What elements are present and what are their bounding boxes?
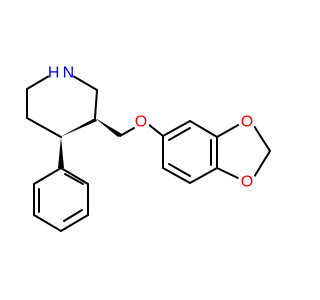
dioxole-oxygen-bottom-label: O: [241, 174, 253, 191]
bond-o-ch2-bottom: [253, 150, 271, 178]
phenyl-double-bond-1: [64, 173, 84, 185]
hashed-bond-c4-c3: [60, 118, 97, 137]
bond-c5-c4: [26, 117, 62, 138]
bond-c2-n: [72, 75, 98, 91]
benzene-double-bond-3: [168, 163, 191, 177]
amine-label-mask: [48, 59, 74, 85]
stereo-wedge-bonds: [58, 118, 122, 168]
atom-labels: H N O O O: [48, 59, 256, 191]
linker: [119, 123, 164, 137]
bond-o-aryl: [147, 123, 164, 137]
amine-nitrogen-label: H N: [48, 65, 74, 82]
dioxole-oxygen-top-label: O: [241, 114, 253, 131]
bond-c-o-bottom: [216, 167, 241, 180]
piperidine-ring: [26, 75, 98, 138]
benzene-double-bond-1: [168, 127, 191, 141]
dioxole-oxygen-top-mask: [238, 112, 256, 130]
benzene-ring-outline: [162, 119, 218, 185]
bond-o-ch2-top: [253, 125, 271, 152]
phenyl-ring-outline: [33, 166, 89, 233]
wedge-bond-c4-phenyl: [58, 137, 64, 168]
benzodioxole: [162, 119, 271, 185]
bond-n-c6: [26, 75, 50, 90]
phenyl-double-bond-2: [63, 209, 83, 222]
molecule-structure: H N O O O: [26, 59, 271, 233]
dioxole-oxygen-bottom-mask: [238, 172, 256, 190]
bond-ch2-o: [119, 127, 135, 137]
ether-oxygen-mask: [132, 112, 150, 130]
bond-c3-c2: [94, 89, 98, 119]
phenyl-ring: [33, 166, 89, 233]
wedge-bond-c3-ch2: [95, 118, 122, 137]
ether-oxygen-label: O: [135, 114, 147, 131]
bond-c-o-top: [216, 123, 241, 138]
